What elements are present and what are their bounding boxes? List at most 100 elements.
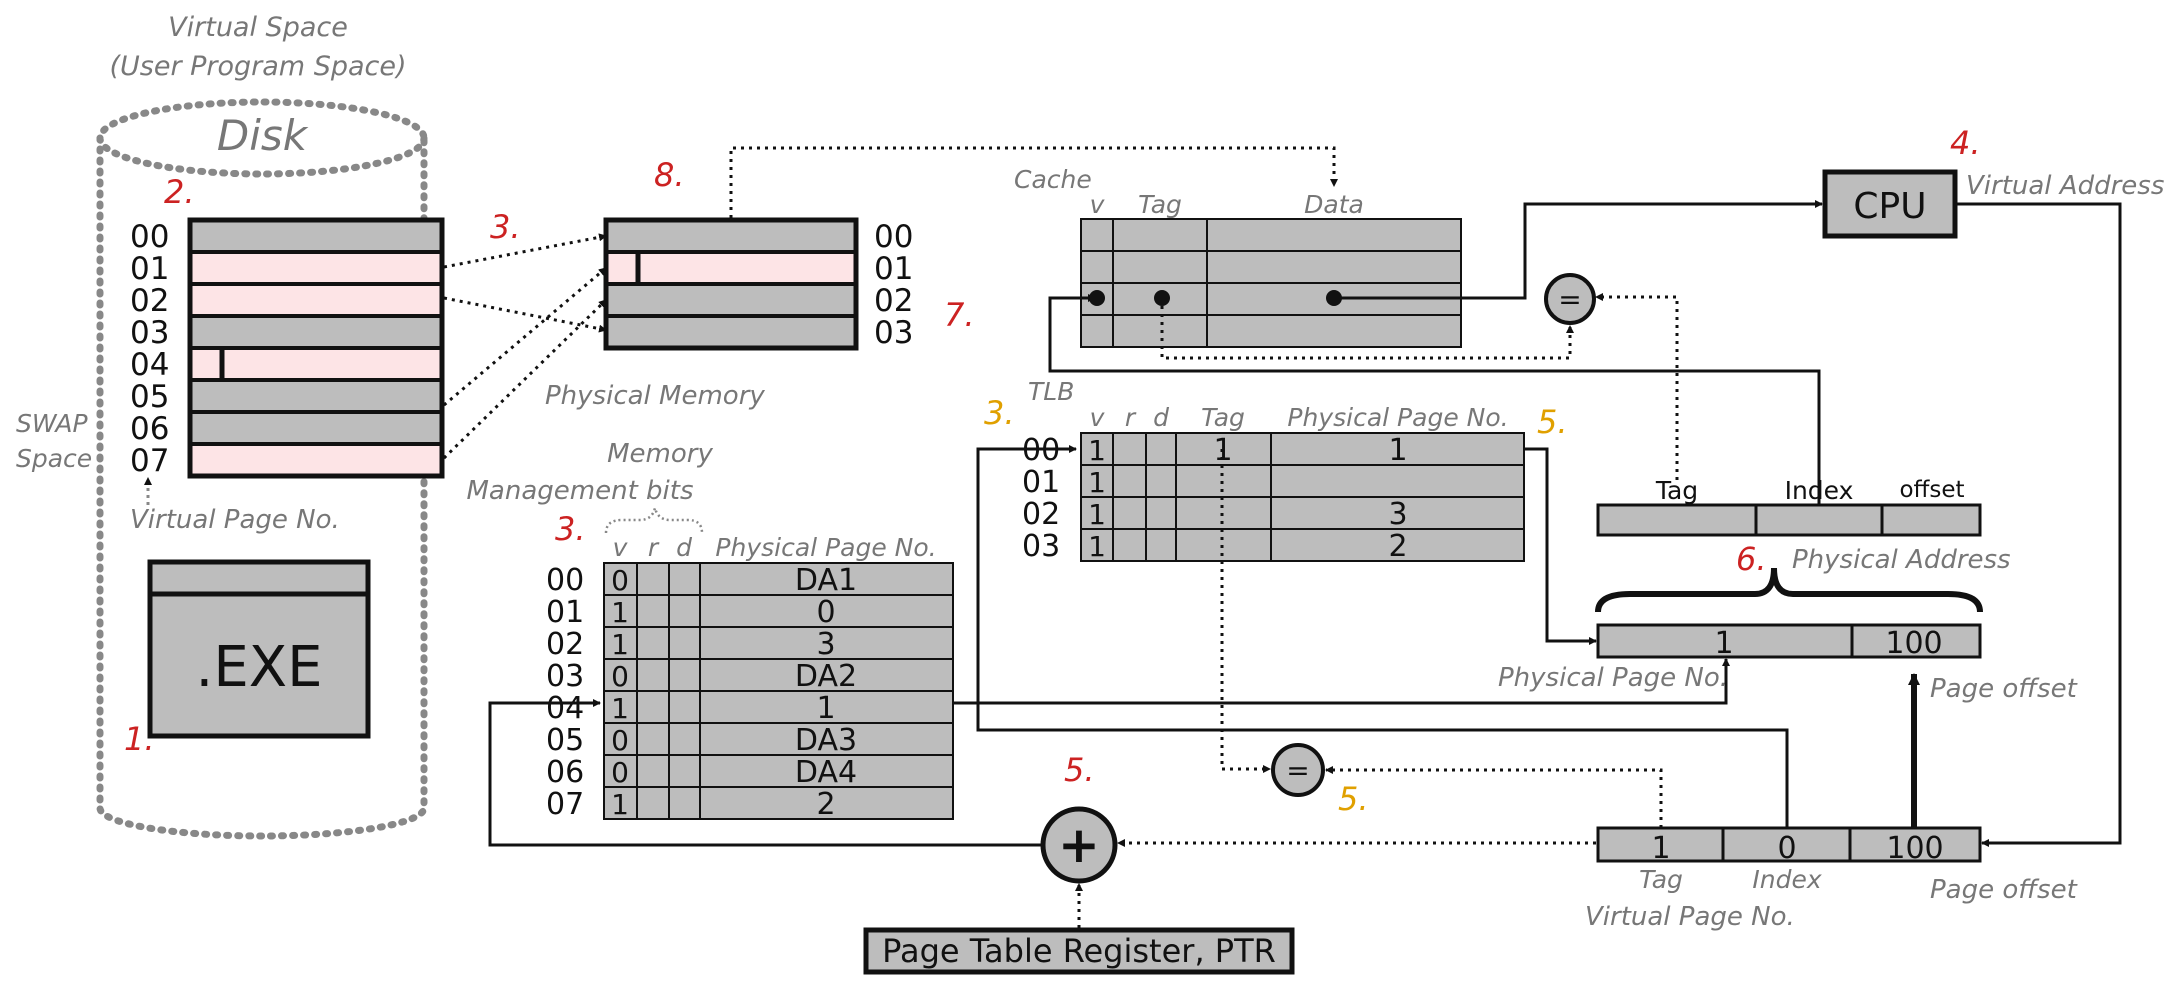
physical-frame-number: 00: [874, 219, 913, 255]
page-table-valid-bit: 1: [611, 788, 629, 821]
page-table-row-bg: [603, 658, 954, 692]
swap-label-line1: SWAP: [16, 409, 88, 438]
tlb-col-tag: Tag: [1201, 403, 1245, 432]
disk-page-slot: [188, 218, 444, 254]
disk-page-slot: [188, 378, 444, 414]
page-table-index: 03: [546, 659, 584, 694]
pa-offset-field-label: offset: [1899, 477, 1964, 503]
cache-compare-circle: [1544, 273, 1596, 325]
swap-label-line2: Space: [16, 444, 92, 473]
cache-line-selection-dots: [1089, 290, 1342, 306]
page-table-row-bg: [603, 626, 954, 660]
pa-tag-field-label: Tag: [1655, 476, 1698, 505]
tlb-col-v: v: [1090, 403, 1106, 432]
ptr-label: Page Table Register, PTR: [882, 932, 1276, 970]
tlb-valid-bit: 1: [1088, 498, 1106, 531]
physical-frame: [604, 282, 858, 318]
va-offset-label: Page offset: [1930, 875, 2078, 905]
disk-page-stack-border: [187, 217, 445, 479]
page-table-valid-bit: 1: [611, 692, 629, 725]
tlb-row-bg: [1080, 496, 1525, 530]
step-8: 8.: [654, 156, 685, 194]
step-4: 4.: [1950, 124, 1981, 162]
cache-line: [1080, 250, 1462, 284]
page-table-valid-bit: 0: [611, 724, 629, 757]
tlb-row: 02 1 3: [1022, 496, 1525, 532]
page-table-row-bg: [603, 786, 954, 820]
page-table-ppn: 2: [816, 787, 835, 822]
tlb-index: 01: [1022, 465, 1060, 500]
tlb-row-bg: [1080, 432, 1525, 466]
disk-cylinder: [96, 98, 428, 840]
exe-file: [147, 559, 371, 739]
disk-title: Disk: [217, 111, 309, 160]
page-table-index: 01: [546, 595, 584, 630]
memory-label: Memory: [607, 439, 713, 469]
page-table-row-bg: [603, 690, 954, 724]
va-vpn-label: Virtual Page No.: [1585, 902, 1795, 932]
page-table-ppn: 3: [816, 627, 835, 662]
virtual-address-label: Virtual Address: [1966, 171, 2164, 201]
tlb-index: 03: [1022, 529, 1060, 564]
disk-page-slot: [188, 442, 444, 478]
user-program-space-title: (User Program Space): [109, 51, 406, 82]
physical-address-fields: [1596, 503, 1982, 537]
cache-col-tag: Tag: [1138, 190, 1182, 219]
step-1: 1.: [124, 720, 155, 758]
tlb-ppn: 1: [1388, 433, 1407, 468]
tlb-ppn: 3: [1388, 497, 1407, 532]
physical-frame: [604, 250, 858, 286]
virtual-page-no-label: Virtual Page No.: [130, 505, 340, 535]
page-table-ppn: DA3: [795, 723, 857, 758]
disk-page-slot: [188, 250, 444, 286]
tlb-index: 02: [1022, 497, 1060, 532]
tlb-label: TLB: [1028, 377, 1074, 406]
physical-frame-number: 02: [874, 283, 913, 319]
page-table-col-r: r: [648, 533, 660, 562]
pa-ppn-label: Physical Page No.: [1498, 663, 1728, 693]
disk-page-number: 07: [130, 443, 169, 479]
disk-page-number: 05: [130, 379, 169, 415]
page-table-row-bg: [603, 754, 954, 788]
physical-frame: [604, 314, 858, 350]
tlb-col-d: d: [1153, 403, 1169, 432]
tlb-col-ppn: Physical Page No.: [1287, 403, 1508, 432]
page-table-index: 06: [546, 755, 584, 790]
pa-offset-label: Page offset: [1930, 674, 2078, 704]
step-3-tlb: 3.: [984, 394, 1015, 432]
disk-page-number: 00: [130, 219, 169, 255]
step-3-page-table: 3.: [555, 510, 586, 548]
physical-memory-frames: [603, 217, 859, 351]
disk-page-number: 04: [130, 347, 169, 383]
step-6: 6.: [1736, 540, 1767, 578]
page-table-valid-bit: 0: [611, 756, 629, 789]
page-table-valid-bit: 0: [611, 564, 629, 597]
management-bits-brace: [604, 507, 704, 534]
pa-offset-value: 100: [1885, 626, 1942, 661]
cache-label: Cache: [1014, 165, 1092, 194]
disk-to-memory-mapping: [442, 233, 608, 460]
disk-page-slot: [188, 282, 444, 318]
tlb-row-bg: [1080, 528, 1525, 562]
virtual-address-register: [1596, 826, 1982, 863]
virtual-space-title: Virtual Space: [168, 12, 348, 43]
page-table-col-ppn: Physical Page No.: [715, 533, 936, 562]
step-5-adder: 5.: [1064, 751, 1095, 789]
page-table-row-bg: [603, 594, 954, 628]
physical-memory-label: Physical Memory: [545, 381, 765, 411]
cache-col-v: v: [1090, 190, 1106, 219]
step-2: 2.: [164, 173, 195, 211]
tlb-valid-bit: 1: [1088, 434, 1106, 467]
step-7: 7.: [944, 296, 975, 334]
